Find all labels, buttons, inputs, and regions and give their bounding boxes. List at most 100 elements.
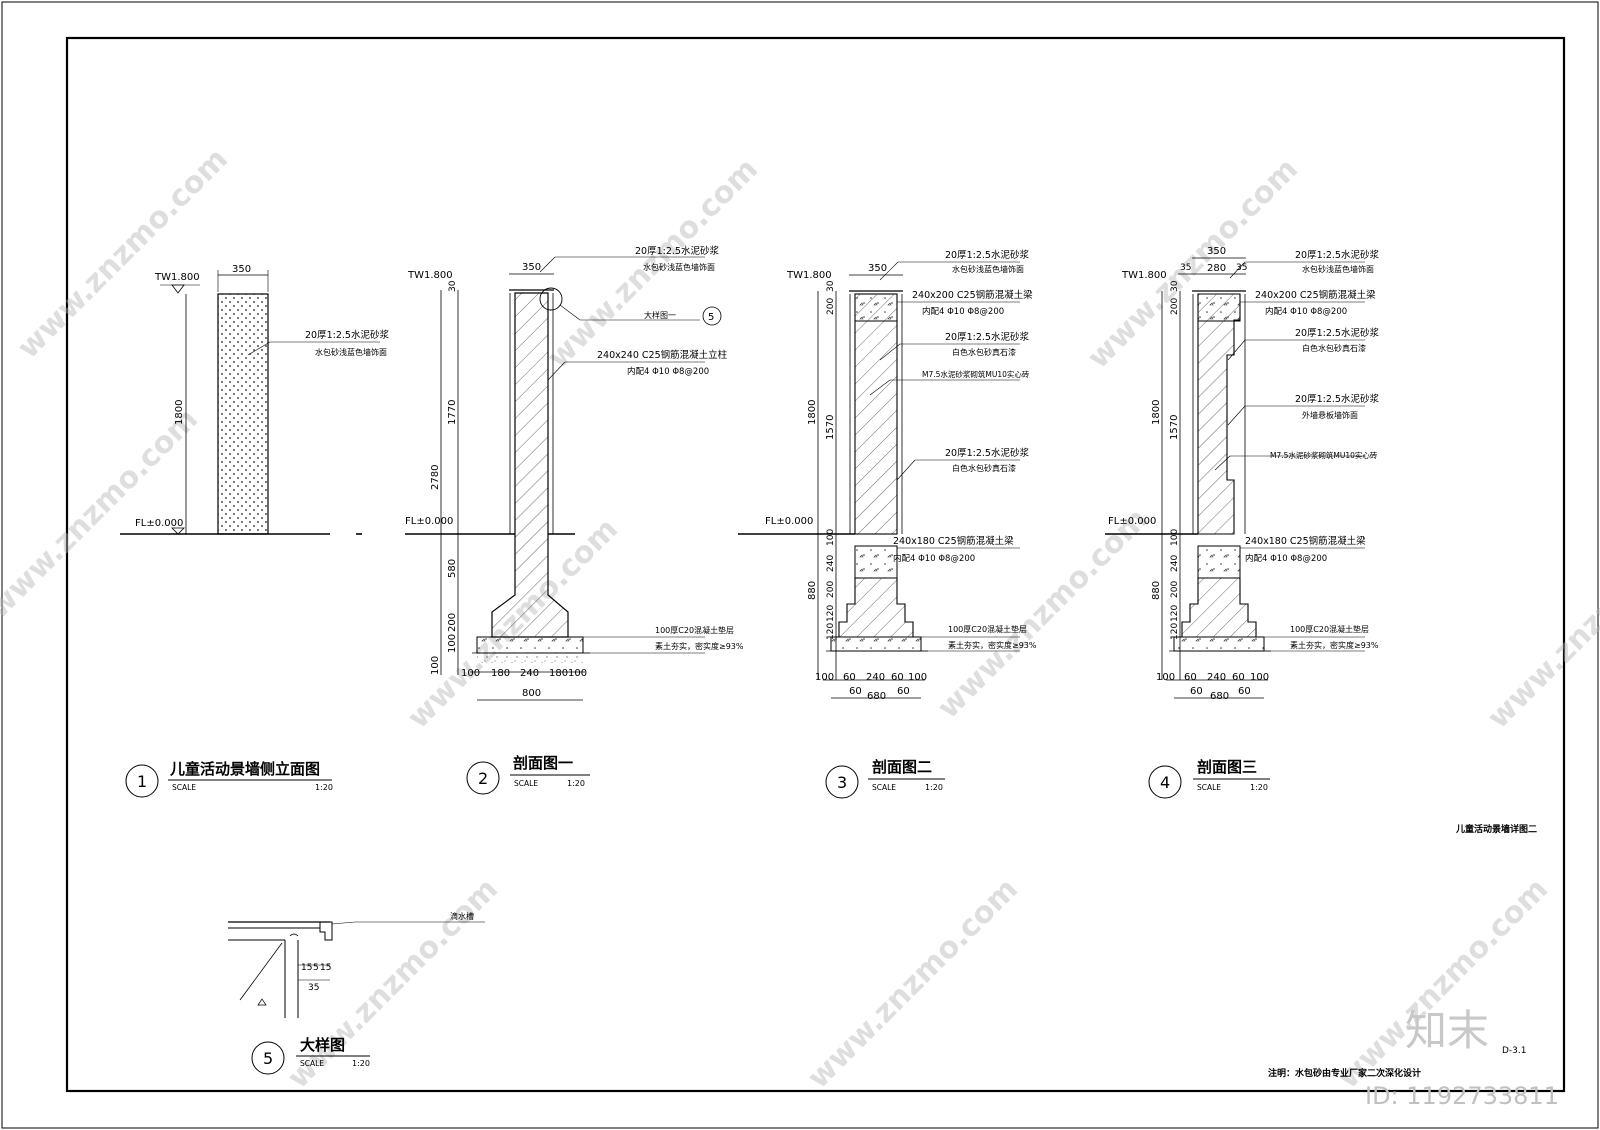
dim-height: 200 bbox=[1170, 298, 1180, 315]
view-number: 2 bbox=[478, 769, 488, 788]
dim-width: 35 bbox=[1180, 263, 1191, 273]
dim-bottom: 100 bbox=[1250, 672, 1269, 683]
view-title-4: 4 剖面图三 SCALE 1:20 bbox=[1148, 758, 1270, 799]
scale-value: 1:20 bbox=[315, 783, 333, 792]
note-line: 100厚C20混凝土垫层 bbox=[1290, 624, 1369, 634]
dim-height: 200 bbox=[826, 298, 836, 315]
level-ground: FL±0.000 bbox=[765, 516, 813, 527]
note-line: 20厚1:2.5水泥砂浆 bbox=[1295, 249, 1379, 261]
view-4-section: TW1.800 FL±0.000 30 200 1800 1570 100 24… bbox=[1105, 246, 1379, 702]
scale-label: SCALE bbox=[514, 779, 538, 788]
dim-width: 350 bbox=[232, 264, 251, 275]
detail-dim: 5 bbox=[313, 963, 319, 973]
scale-value: 1:20 bbox=[1250, 783, 1268, 792]
dim-height: 200 bbox=[1170, 581, 1180, 598]
dim-bottom: 100 bbox=[1156, 672, 1175, 683]
scale-value: 1:20 bbox=[925, 783, 943, 792]
dim-width: 35 bbox=[1236, 263, 1247, 273]
dim-bottom: 240 bbox=[1207, 672, 1226, 683]
dim-bottom: 60 bbox=[1184, 672, 1197, 683]
top-beam bbox=[854, 293, 898, 322]
note-line: 水包砂浅蓝色墙饰面 bbox=[315, 347, 387, 357]
dim-sub: 680 bbox=[1210, 691, 1229, 702]
note-line: 100厚C20混凝土垫层 bbox=[948, 624, 1027, 634]
level-ground: FL±0.000 bbox=[405, 516, 453, 527]
view-title: 儿童活动景墙侧立面图 bbox=[169, 760, 320, 778]
dim-height: 200 bbox=[826, 581, 836, 598]
note-line: 白色水包砂真石漆 bbox=[952, 463, 1016, 473]
concrete-pad bbox=[830, 636, 922, 652]
dim-bottom: 60 bbox=[843, 672, 856, 683]
note-line: 大样图一 bbox=[644, 310, 676, 320]
view-title: 剖面图二 bbox=[872, 758, 932, 776]
note-line: 素土夯实，密实度≥93% bbox=[948, 640, 1037, 650]
level-ground: FL±0.000 bbox=[135, 518, 183, 529]
wall-body bbox=[1197, 293, 1241, 535]
sheet-title: 儿童活动景墙详图二 bbox=[1455, 823, 1537, 835]
note-line: 外墙悬板墙饰面 bbox=[1302, 410, 1358, 420]
dim-height: 30 bbox=[826, 280, 836, 292]
note-line: 20厚1:2.5水泥砂浆 bbox=[305, 329, 389, 341]
top-beam bbox=[1197, 293, 1241, 322]
note-line: 内配4 Φ10 Φ8@200 bbox=[922, 306, 1004, 317]
note-line: 素土夯实，密实度≥93% bbox=[1290, 640, 1379, 650]
brand-logo: 知末 bbox=[1405, 1006, 1489, 1055]
dim-bottom: 240 bbox=[866, 672, 885, 683]
dim-width: 350 bbox=[868, 263, 887, 274]
dim-bottom: 100 bbox=[461, 668, 480, 679]
footing bbox=[838, 577, 914, 638]
dim-sub: 60 bbox=[1190, 686, 1203, 697]
dim-height: 1800 bbox=[1151, 400, 1162, 425]
dim-bottom: 100 bbox=[568, 668, 587, 679]
ground-beam bbox=[1197, 545, 1241, 579]
watermark-text: www.znzmo.com bbox=[1481, 512, 1600, 736]
view-3-section: TW1.800 FL±0.000 30 200 1800 1570 100 24… bbox=[738, 249, 1037, 702]
view-title-3: 3 剖面图二 SCALE 1:20 bbox=[825, 758, 945, 799]
note-line: 240x180 C25钢筋混凝土梁 bbox=[1245, 535, 1366, 547]
note-line: M7.5水泥砂浆砌筑MU10实心砖 bbox=[922, 369, 1030, 379]
view-title-1: 1 儿童活动景墙侧立面图 SCALE 1:20 bbox=[125, 760, 333, 798]
level-top: TW1.800 bbox=[786, 270, 832, 281]
dim-height: 100 bbox=[447, 634, 458, 653]
level-top: TW1.800 bbox=[1121, 270, 1167, 281]
view-title: 剖面图三 bbox=[1197, 758, 1257, 776]
dim-height: 880 bbox=[1151, 581, 1162, 600]
level-top: TW1.800 bbox=[407, 270, 453, 281]
dim-height: 200 bbox=[447, 613, 458, 632]
dim-bottom: 100 bbox=[908, 672, 927, 683]
dim-bottom: 100 bbox=[815, 672, 834, 683]
scale-label: SCALE bbox=[872, 783, 896, 792]
dim-height: 1800 bbox=[807, 400, 818, 425]
concrete-pad bbox=[1173, 636, 1265, 652]
dim-height: 240 bbox=[1170, 555, 1180, 572]
view-number: 3 bbox=[837, 773, 847, 792]
note-line: 240x240 C25钢筋混凝土立柱 bbox=[597, 349, 728, 361]
dim-bottom: 180 bbox=[491, 668, 510, 679]
note-line: 内配4 Φ10 Φ8@200 bbox=[1265, 306, 1347, 317]
brand-id: ID: 1192733811 bbox=[1365, 1082, 1559, 1110]
note-line: 水包砂浅蓝色墙饰面 bbox=[643, 262, 715, 272]
watermark-text: www.znzmo.com bbox=[11, 142, 235, 366]
view-number: 4 bbox=[1160, 773, 1170, 792]
scale-label: SCALE bbox=[172, 783, 196, 792]
scale-value: 1:20 bbox=[567, 779, 585, 788]
note-line: 20厚1:2.5水泥砂浆 bbox=[635, 245, 719, 257]
note-line: 20厚1:2.5水泥砂浆 bbox=[945, 447, 1029, 459]
level-ground: FL±0.000 bbox=[1108, 516, 1156, 527]
view-1-elevation: 350 TW1.800 FL±0.000 1800 20厚1:2.5水泥砂浆 水… bbox=[120, 264, 389, 535]
note-line: 水包砂浅蓝色墙饰面 bbox=[1302, 264, 1374, 274]
sheet-code: D-3.1 bbox=[1502, 1046, 1527, 1056]
callout-number: 5 bbox=[708, 312, 714, 323]
dim-total: 800 bbox=[522, 688, 541, 699]
compacted-soil bbox=[477, 653, 583, 663]
dim-height: 100 bbox=[430, 656, 441, 675]
note-line: 内配4 Φ10 Φ8@200 bbox=[893, 553, 975, 564]
dim-bottom: 60 bbox=[1232, 672, 1245, 683]
dim-height: 30 bbox=[1170, 280, 1180, 292]
note-line: 内配4 Φ10 Φ8@200 bbox=[627, 366, 709, 377]
dim-width: 350 bbox=[1207, 246, 1226, 257]
note-line: 水包砂浅蓝色墙饰面 bbox=[952, 264, 1024, 274]
note-line: 20厚1:2.5水泥砂浆 bbox=[945, 331, 1029, 343]
dim-height: 240 bbox=[826, 555, 836, 572]
